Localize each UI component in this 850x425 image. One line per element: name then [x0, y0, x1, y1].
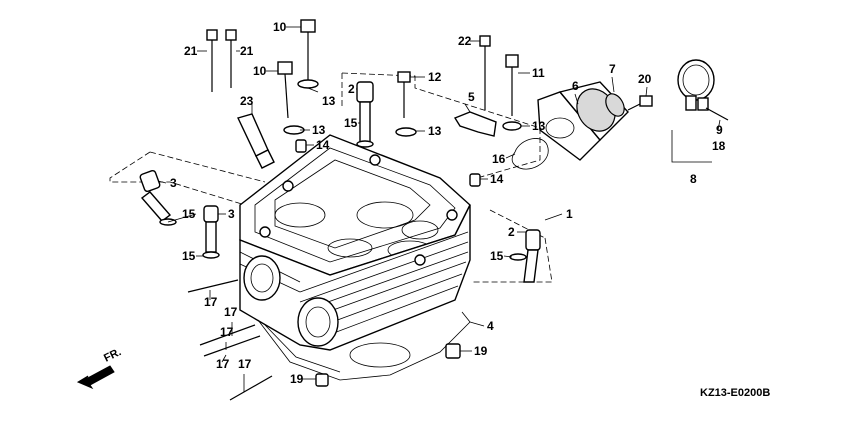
callout-15: 15: [182, 207, 196, 221]
bolt-20: [627, 95, 653, 111]
callout-18: 18: [712, 139, 726, 153]
callout-17: 17: [238, 357, 252, 371]
callout-8: 8: [690, 172, 697, 186]
collar: [295, 139, 307, 153]
callout-19: 19: [474, 344, 488, 358]
callout-21: 21: [184, 44, 198, 58]
plug-3: [139, 169, 220, 259]
bolt-22: [479, 35, 491, 110]
callout-17: 17: [204, 295, 218, 309]
callout-17: 17: [224, 305, 238, 319]
cylinder-head: [239, 134, 471, 351]
callout-13: 13: [428, 124, 442, 138]
insulator: [605, 93, 625, 117]
callout-13: 13: [312, 123, 326, 137]
callout-17: 17: [216, 357, 230, 371]
callout-15: 15: [344, 116, 358, 130]
callout-2: 2: [348, 82, 355, 96]
callout-21: 21: [240, 44, 254, 58]
bolt-12: [395, 71, 417, 137]
callout-5: 5: [468, 90, 475, 104]
callout-19: 19: [290, 372, 304, 386]
callout-1: 1: [566, 207, 573, 221]
callout-9: 9: [716, 123, 723, 137]
bolt-11: [502, 54, 522, 131]
bolt-10: [277, 19, 319, 135]
dowel-pin: [315, 373, 329, 387]
callout-3: 3: [170, 176, 177, 190]
bracket: [453, 111, 497, 137]
callout-14: 14: [490, 172, 504, 186]
plug-2-top: [356, 81, 374, 148]
callout-10: 10: [253, 64, 267, 78]
collar: [469, 173, 481, 187]
callout-16: 16: [492, 152, 506, 166]
callout-6: 6: [572, 79, 579, 93]
callout-4: 4: [487, 319, 494, 333]
callout-3: 3: [228, 207, 235, 221]
callout-2: 2: [508, 225, 515, 239]
front-label: FR.: [102, 346, 123, 365]
callout-22: 22: [458, 34, 472, 48]
spark-plug: [237, 113, 275, 169]
callout-12: 12: [428, 70, 442, 84]
callout-20: 20: [638, 72, 652, 86]
callout-7: 7: [609, 62, 616, 76]
front-direction-arrow: FR.: [76, 346, 123, 390]
callout-11: 11: [532, 66, 545, 80]
plug-2-right: [509, 229, 541, 283]
clamp-band: [671, 59, 729, 163]
callout-23: 23: [240, 94, 254, 108]
callout-15: 15: [182, 249, 196, 263]
callout-13: 13: [532, 119, 546, 133]
callout-17: 17: [220, 325, 234, 339]
leader-lines: [157, 26, 721, 392]
bolt-21: [206, 29, 237, 92]
callout-10: 10: [273, 20, 287, 34]
callout-13: 13: [322, 94, 336, 108]
callout-15: 15: [490, 249, 504, 263]
studs: [187, 279, 273, 401]
dowel-pin: [445, 343, 461, 359]
diagram-code: KZ13-E0200B: [700, 387, 770, 399]
dashed-assembly-lines: [109, 72, 553, 283]
callout-14: 14: [316, 138, 330, 152]
